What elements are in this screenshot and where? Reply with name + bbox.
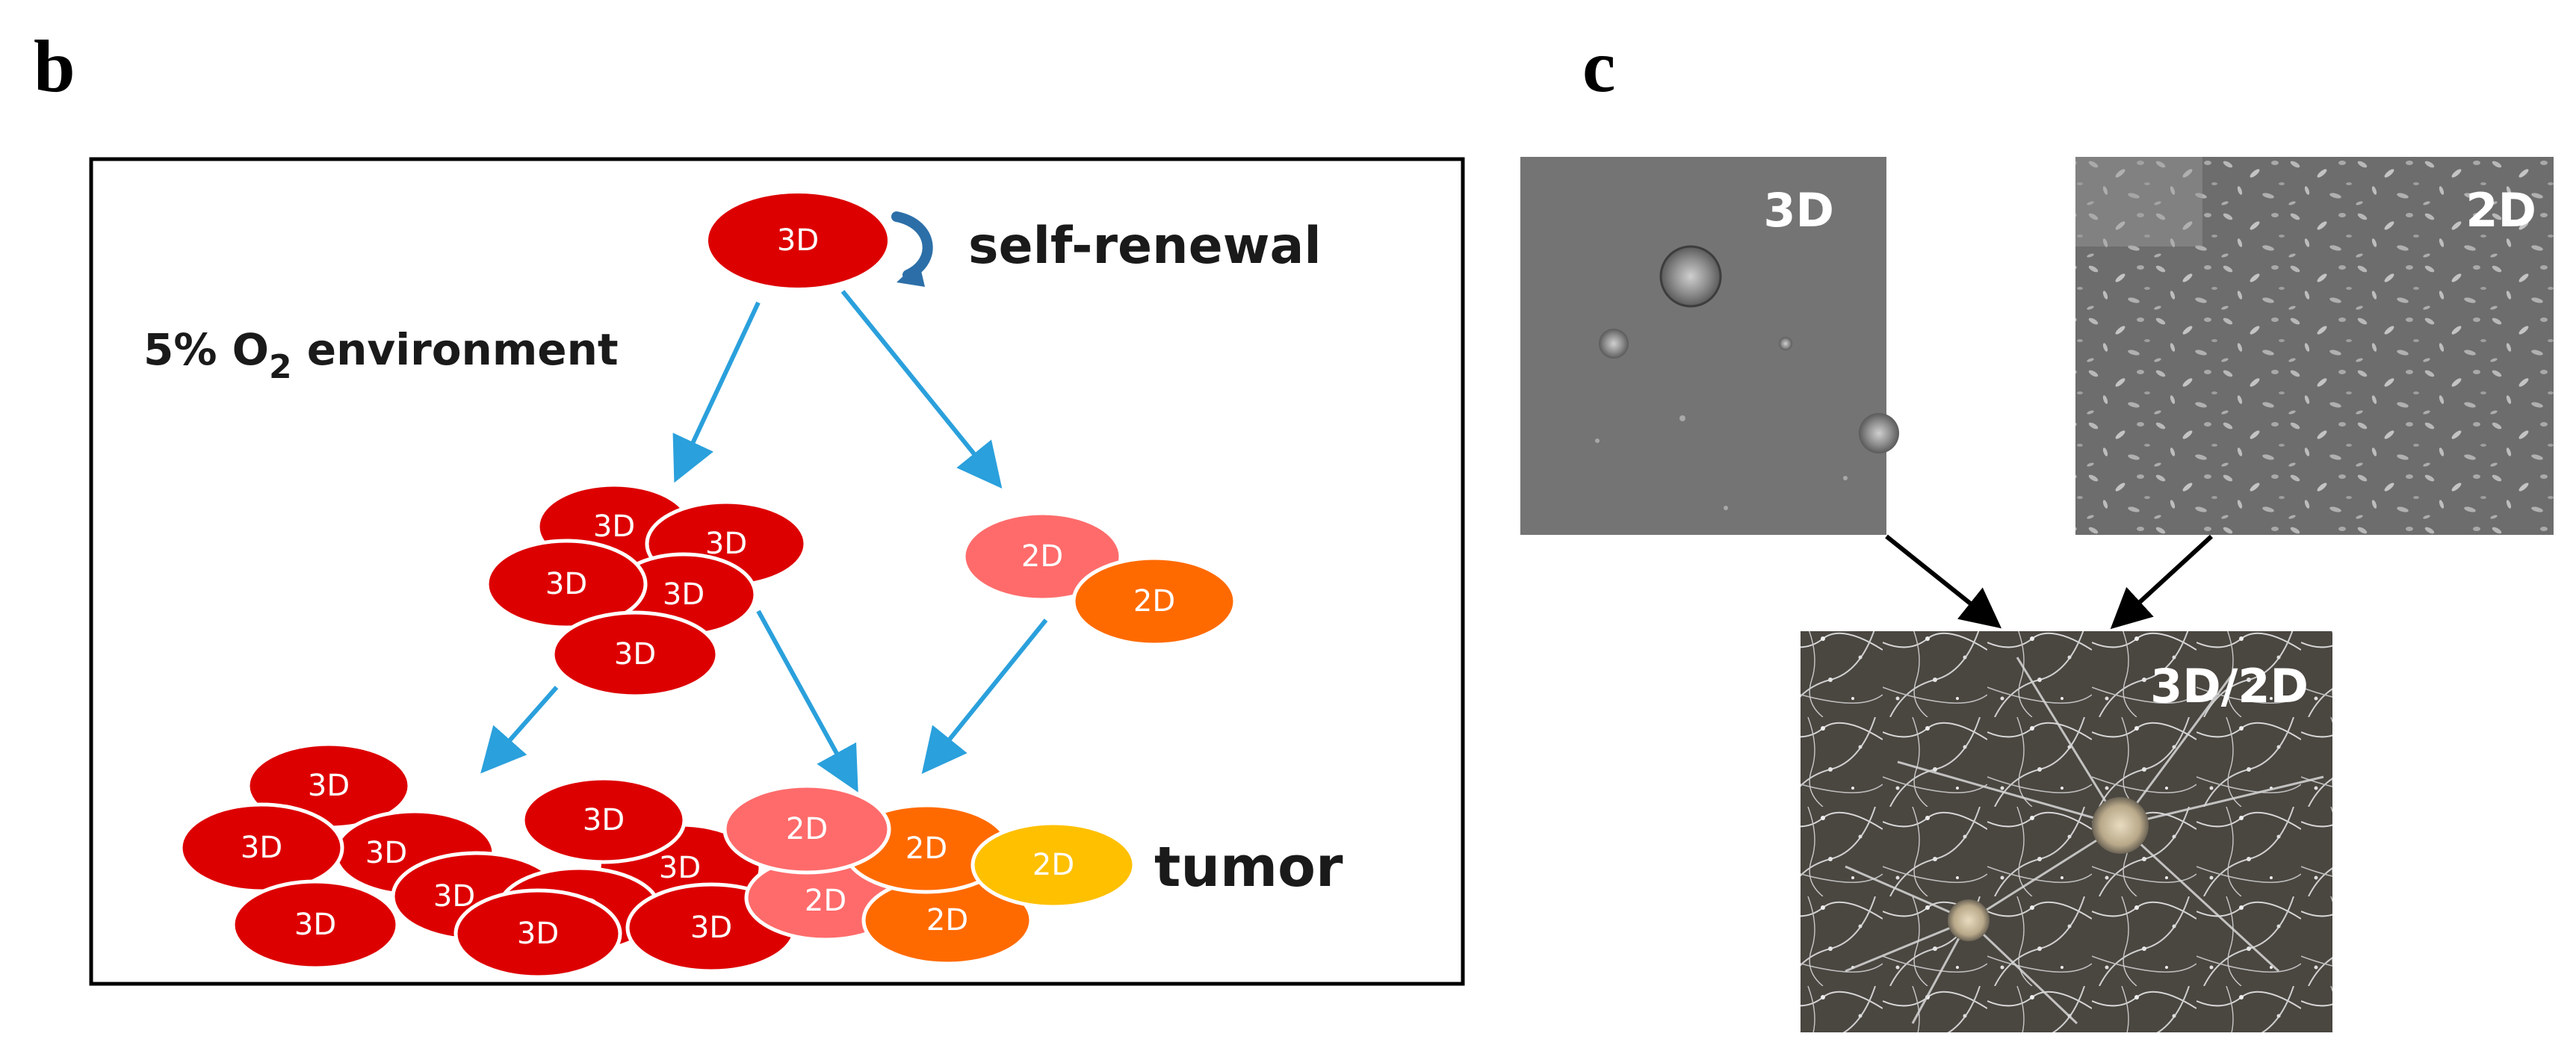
- cluster-cell: 3D: [551, 610, 719, 698]
- tumor-cell-label: 3D: [241, 831, 282, 865]
- tumor-cell-label: 3D: [365, 836, 407, 870]
- spheroid-shape: [1599, 329, 1629, 359]
- cluster-cell-label: 3D: [545, 567, 587, 601]
- tumor-cell: 2D: [970, 821, 1136, 909]
- tumor-cell-label: 3D: [294, 908, 336, 942]
- spheroid-shape: [1659, 245, 1722, 308]
- spheroid-shape: [1779, 337, 1792, 350]
- spheroid-shape: [1948, 899, 1990, 941]
- tumor-cell: 3D: [453, 888, 622, 979]
- 3d-cluster: 3D 3D 3D 3D 3D: [485, 483, 808, 698]
- photo-3d: 3D: [1520, 157, 1899, 535]
- tumor-cell-label: 3D: [308, 769, 350, 803]
- tumor-cell-label: 2D: [905, 831, 947, 866]
- tumor-cell-label: 2D: [926, 903, 968, 937]
- panel-c-letter: c: [1582, 25, 1615, 108]
- spheroid-shape: [2092, 797, 2149, 854]
- tumor-cell-label: 2D: [786, 812, 828, 846]
- photo-3d-2d: 3D/2D: [1801, 631, 2332, 1032]
- cluster-cell-label: 3D: [705, 527, 747, 561]
- self-renewal-arrow-icon: [891, 211, 933, 287]
- environment-prefix: 5% O: [143, 324, 269, 375]
- cluster-cell-label: 3D: [663, 577, 705, 612]
- tumor-cell: 3D: [521, 776, 687, 864]
- tumor-cluster: 3D 3D 3D 3D 3D 3D 3D 3D 3D 3D 2D 2D 2D 2…: [179, 742, 1136, 979]
- arrow-2d-to-mix: [2110, 534, 2214, 630]
- differentiation-arrows: [480, 290, 1048, 793]
- arrow-to-3d-cluster: [672, 301, 761, 483]
- top-cell-label: 3D: [777, 223, 819, 258]
- arrow-2d-to-tumor: [921, 619, 1048, 775]
- tumor-cell: 2D: [861, 875, 1033, 966]
- environment-subscript: 2: [269, 348, 292, 386]
- arrow-cluster-to-tumor-mid: [756, 610, 858, 793]
- cluster-cell: 3D: [485, 539, 648, 630]
- top-3d-cell: 3D: [705, 190, 891, 291]
- environment-label: 5% O2 environment: [143, 324, 619, 386]
- tumor-cell: 3D: [179, 802, 344, 893]
- cluster-cell: 2D: [1071, 556, 1237, 647]
- merge-arrows: [1885, 534, 2214, 630]
- spheroid-shape: [1859, 413, 1899, 453]
- 2d-cluster: 2D 2D: [962, 511, 1237, 647]
- tumor-cell-label: 3D: [517, 917, 559, 951]
- environment-suffix: environment: [292, 324, 619, 375]
- cluster-cell-label: 3D: [614, 637, 656, 672]
- tumor-cell-label: 3D: [433, 879, 475, 914]
- arrow-to-2d-cluster: [840, 290, 1003, 489]
- photo-2d: 2D: [2075, 157, 2554, 535]
- tumor-cell-label: 3D: [659, 851, 701, 885]
- arrow-cluster-to-tumor-left: [480, 686, 559, 774]
- tumor-cell-label: 2D: [1032, 848, 1074, 882]
- tumor-cell-label: 3D: [583, 803, 625, 837]
- cluster-cell: 2D: [962, 511, 1123, 602]
- tumor-label: tumor: [1154, 835, 1343, 899]
- self-renewal-label: self-renewal: [968, 217, 1322, 276]
- arrow-3d-to-mix: [1885, 534, 2002, 629]
- cluster-cell-label: 2D: [1021, 539, 1063, 574]
- tumor-cell-label: 2D: [805, 884, 846, 918]
- photo-2d-label: 2D: [2465, 183, 2536, 238]
- photo-mix-label: 3D/2D: [2150, 659, 2309, 713]
- cluster-cell-label: 3D: [593, 509, 635, 544]
- panel-b-letter: b: [34, 25, 75, 108]
- photo-3d-label: 3D: [1763, 183, 1834, 238]
- tumor-cell: 3D: [231, 879, 400, 970]
- cluster-cell-label: 2D: [1133, 584, 1175, 619]
- tumor-cell: 2D: [842, 803, 1011, 894]
- tumor-cell-label: 3D: [690, 911, 732, 945]
- tumor-cell: 2D: [722, 784, 891, 875]
